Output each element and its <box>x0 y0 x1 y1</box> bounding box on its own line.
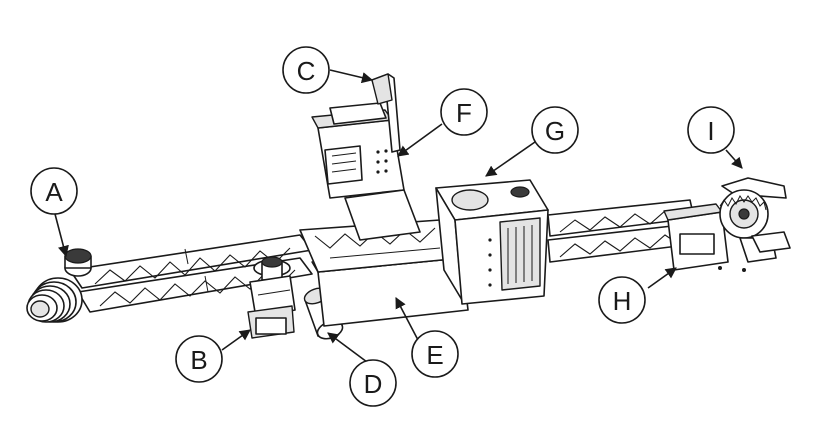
callout-d: D <box>349 359 397 407</box>
leader-g <box>485 141 536 177</box>
callout-f: F <box>440 88 488 136</box>
leader-i <box>725 149 743 169</box>
gripper <box>719 177 791 272</box>
callout-d-label: D <box>364 369 383 399</box>
callout-b-label: B <box>190 345 207 375</box>
callout-a-label: A <box>45 177 63 207</box>
callout-f-label: F <box>456 98 472 128</box>
leader-h <box>647 267 677 289</box>
callout-e: E <box>411 330 459 378</box>
callout-h-label: H <box>613 286 632 316</box>
callout-c: C <box>282 46 330 94</box>
callout-b: B <box>175 335 223 383</box>
pivot-knob <box>64 248 92 277</box>
right-truss-arm <box>547 199 695 263</box>
leader-b <box>221 329 251 351</box>
callout-h: H <box>598 276 646 324</box>
left-truss-arm <box>69 234 313 313</box>
callout-i: I <box>687 106 735 154</box>
top-bracket <box>371 73 401 153</box>
callout-i-label: I <box>707 116 714 146</box>
motor-assembly <box>247 256 296 339</box>
leader-c <box>329 69 374 84</box>
spring-coil <box>26 277 83 323</box>
callout-a: A <box>30 167 78 215</box>
callout-c-label: C <box>297 56 316 86</box>
leader-lines <box>54 69 743 363</box>
leader-f <box>397 123 443 157</box>
upper-tower <box>311 102 421 241</box>
callout-e-label: E <box>426 340 443 370</box>
callout-g-label: G <box>545 116 565 146</box>
callout-g: G <box>531 106 579 154</box>
main-housing <box>299 219 469 327</box>
leader-e <box>395 297 419 341</box>
leader-d <box>327 332 368 363</box>
wrist-motor <box>663 203 729 271</box>
gearbox-housing <box>435 179 549 305</box>
leader-a <box>54 213 69 258</box>
